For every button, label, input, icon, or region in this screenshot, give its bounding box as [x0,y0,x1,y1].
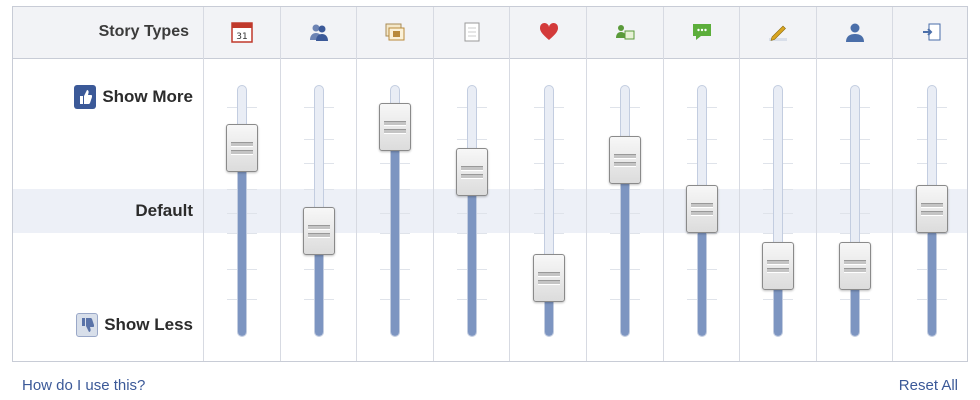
story-type-column [586,7,664,361]
slider-fill [927,207,936,336]
slider-fill [774,265,783,336]
notes-icon [460,20,484,44]
story-type-column [815,7,894,361]
slider-handle[interactable] [915,184,948,233]
slider-track[interactable] [620,85,631,337]
story-type-column [509,7,587,361]
calendar-icon: 31 [230,20,254,44]
slider-handle[interactable] [685,184,718,233]
slider-fill [697,207,706,336]
story-type-column [892,7,967,361]
slider-handle[interactable] [456,148,489,197]
slider-handle[interactable] [226,123,259,172]
slider-handle[interactable] [609,136,642,184]
story-types-label: Story Types [98,23,189,40]
slider-handle[interactable] [532,254,565,303]
slider-track[interactable] [390,85,401,337]
calendar-day: 31 [237,32,248,42]
slider-fill [314,230,323,336]
show-more-text: Show More [102,87,193,106]
default-label: Default [135,201,193,221]
slider-track[interactable] [467,85,478,337]
default-text: Default [135,201,193,220]
slider-track[interactable] [543,85,554,337]
story-type-column [432,7,511,361]
pencil-icon [766,20,790,44]
slider-handle[interactable] [839,242,872,291]
slider-fill [621,159,630,336]
slider-track[interactable] [237,85,248,337]
profile-icon [843,20,867,44]
slider-handle[interactable] [762,242,795,291]
thumbs-down-icon [76,313,99,337]
row-labels: Story Types Show More Default Show Less [13,7,203,361]
slider-fill [468,171,477,336]
heart-icon [537,20,561,44]
story-type-column [279,7,358,361]
slider-handle[interactable] [302,207,335,256]
slider-handle[interactable] [379,103,412,152]
photos-icon [383,20,407,44]
slider-track[interactable] [773,85,784,337]
friends-icon [307,20,331,44]
slider-fill [238,146,247,336]
story-type-column [662,7,741,361]
default-band [13,189,967,233]
header-row [13,7,967,59]
story-type-column: 31 [203,7,281,361]
thumbs-up-icon [74,85,97,109]
page-enter-icon [920,20,944,44]
how-do-i-use-this-link[interactable]: How do I use this? [22,377,146,394]
groups-icon [613,20,637,44]
slider-track[interactable] [850,85,861,337]
story-type-column [356,7,434,361]
slider-fill [544,277,553,336]
show-more-label: Show More [74,85,193,109]
slider-fill [851,265,860,336]
show-less-label: Show Less [76,313,193,337]
story-type-sliders-widget: Story Types Show More Default Show Less [12,6,968,362]
reset-all-link[interactable]: Reset All [898,377,958,394]
show-less-text: Show Less [104,315,193,334]
slider-fill [391,126,400,336]
comment-icon [690,20,714,44]
story-type-column [739,7,817,361]
